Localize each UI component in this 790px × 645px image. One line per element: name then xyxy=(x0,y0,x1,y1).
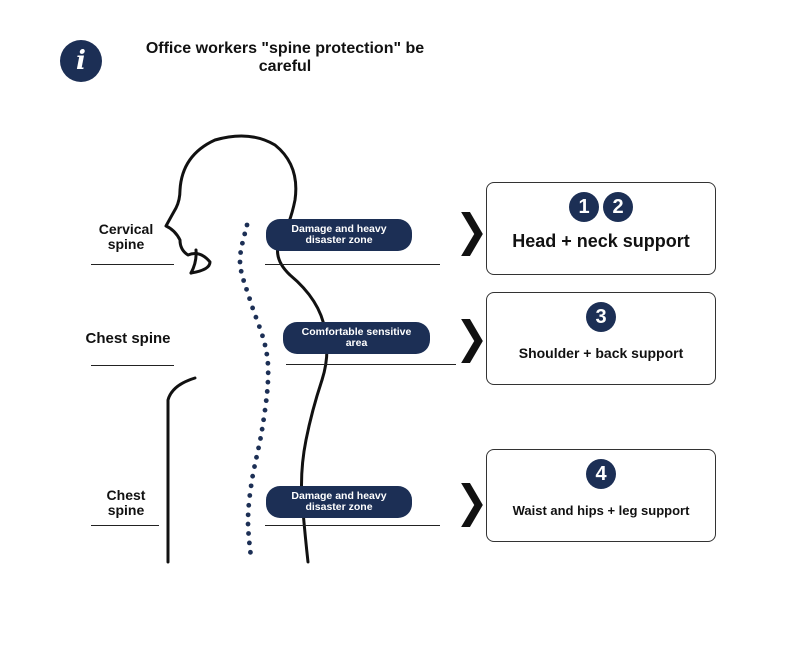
spine-dot xyxy=(246,540,252,546)
spine-dots xyxy=(237,222,271,555)
spine-dot xyxy=(248,483,254,489)
spine-dot xyxy=(265,360,271,366)
spine-dot xyxy=(250,305,256,311)
spine-dot xyxy=(246,531,251,536)
spine-dot xyxy=(237,259,243,265)
spine-dot xyxy=(256,324,262,330)
chevron-right-icon: ❯ xyxy=(455,476,489,528)
zone-middle-pill: Comfortable sensitive area xyxy=(283,322,430,354)
spine-dot xyxy=(242,231,248,237)
rule-zone-top xyxy=(265,264,440,265)
spine-dot xyxy=(252,464,257,469)
spine-dot xyxy=(247,493,253,498)
spine-dot xyxy=(254,454,259,460)
chevron-right-icon: ❯ xyxy=(455,205,489,257)
spine-dot xyxy=(245,521,251,527)
page-title: Office workers "spine protection" be car… xyxy=(145,40,425,75)
number-badge-2: 2 xyxy=(603,192,633,222)
spine-dot xyxy=(244,222,250,228)
spine-dot xyxy=(258,436,263,441)
support-box-waist-leg: 4 Waist and hips + leg support xyxy=(486,449,716,542)
support-text-shoulder-back: Shoulder + back support xyxy=(518,345,684,361)
spine-dot xyxy=(238,268,244,274)
spine-dot xyxy=(262,342,268,348)
spine-dot xyxy=(245,512,251,518)
support-box-head-neck: 1 2 Head + neck support xyxy=(486,182,716,275)
support-box-shoulder-back: 3 Shoulder + back support xyxy=(486,292,716,385)
zone-bottom-pill: Damage and heavy disaster zone xyxy=(266,486,412,518)
spine-dot xyxy=(265,370,271,376)
number-badge-4: 4 xyxy=(586,459,616,489)
spine-dot xyxy=(250,473,256,479)
spine-dot xyxy=(264,389,270,394)
support-text-head-neck: Head + neck support xyxy=(512,231,690,251)
info-icon: i xyxy=(60,40,102,82)
neck-back xyxy=(189,248,198,275)
label-chest-spine-mid: Chest spine xyxy=(85,330,171,347)
label-chest-spine-low: Chest spine xyxy=(106,487,146,518)
spine-dot xyxy=(260,333,265,339)
label-cervical-spine: Cervical spine xyxy=(98,221,154,252)
spine-dot xyxy=(238,250,244,255)
rule-zone-bottom xyxy=(265,525,440,526)
rule-zone-middle xyxy=(286,364,456,365)
spine-dot xyxy=(264,351,270,357)
spine-dot xyxy=(244,286,249,292)
spine-dot xyxy=(246,502,252,508)
rule-chest-low-left xyxy=(91,525,159,526)
spine-dot xyxy=(241,278,247,283)
spine-dot xyxy=(262,407,268,413)
spine-dot xyxy=(253,314,259,320)
spine-dot xyxy=(239,240,245,246)
chevron-right-icon: ❯ xyxy=(455,312,489,364)
zone-top-pill: Damage and heavy disaster zone xyxy=(266,219,412,251)
spine-dot xyxy=(259,426,265,432)
rule-cervical-left xyxy=(91,264,174,265)
spine-dot xyxy=(247,296,252,302)
spine-dot xyxy=(265,379,271,385)
spine-dot xyxy=(261,417,266,423)
number-badge-1: 1 xyxy=(569,192,599,222)
support-text-waist-leg: Waist and hips + leg support xyxy=(512,503,690,518)
number-badge-3: 3 xyxy=(586,302,616,332)
body-outline xyxy=(164,134,329,564)
rule-chest-mid-left xyxy=(91,365,174,366)
spine-dot xyxy=(263,398,269,404)
spine-dot xyxy=(256,445,261,451)
spine-dot xyxy=(248,549,253,555)
